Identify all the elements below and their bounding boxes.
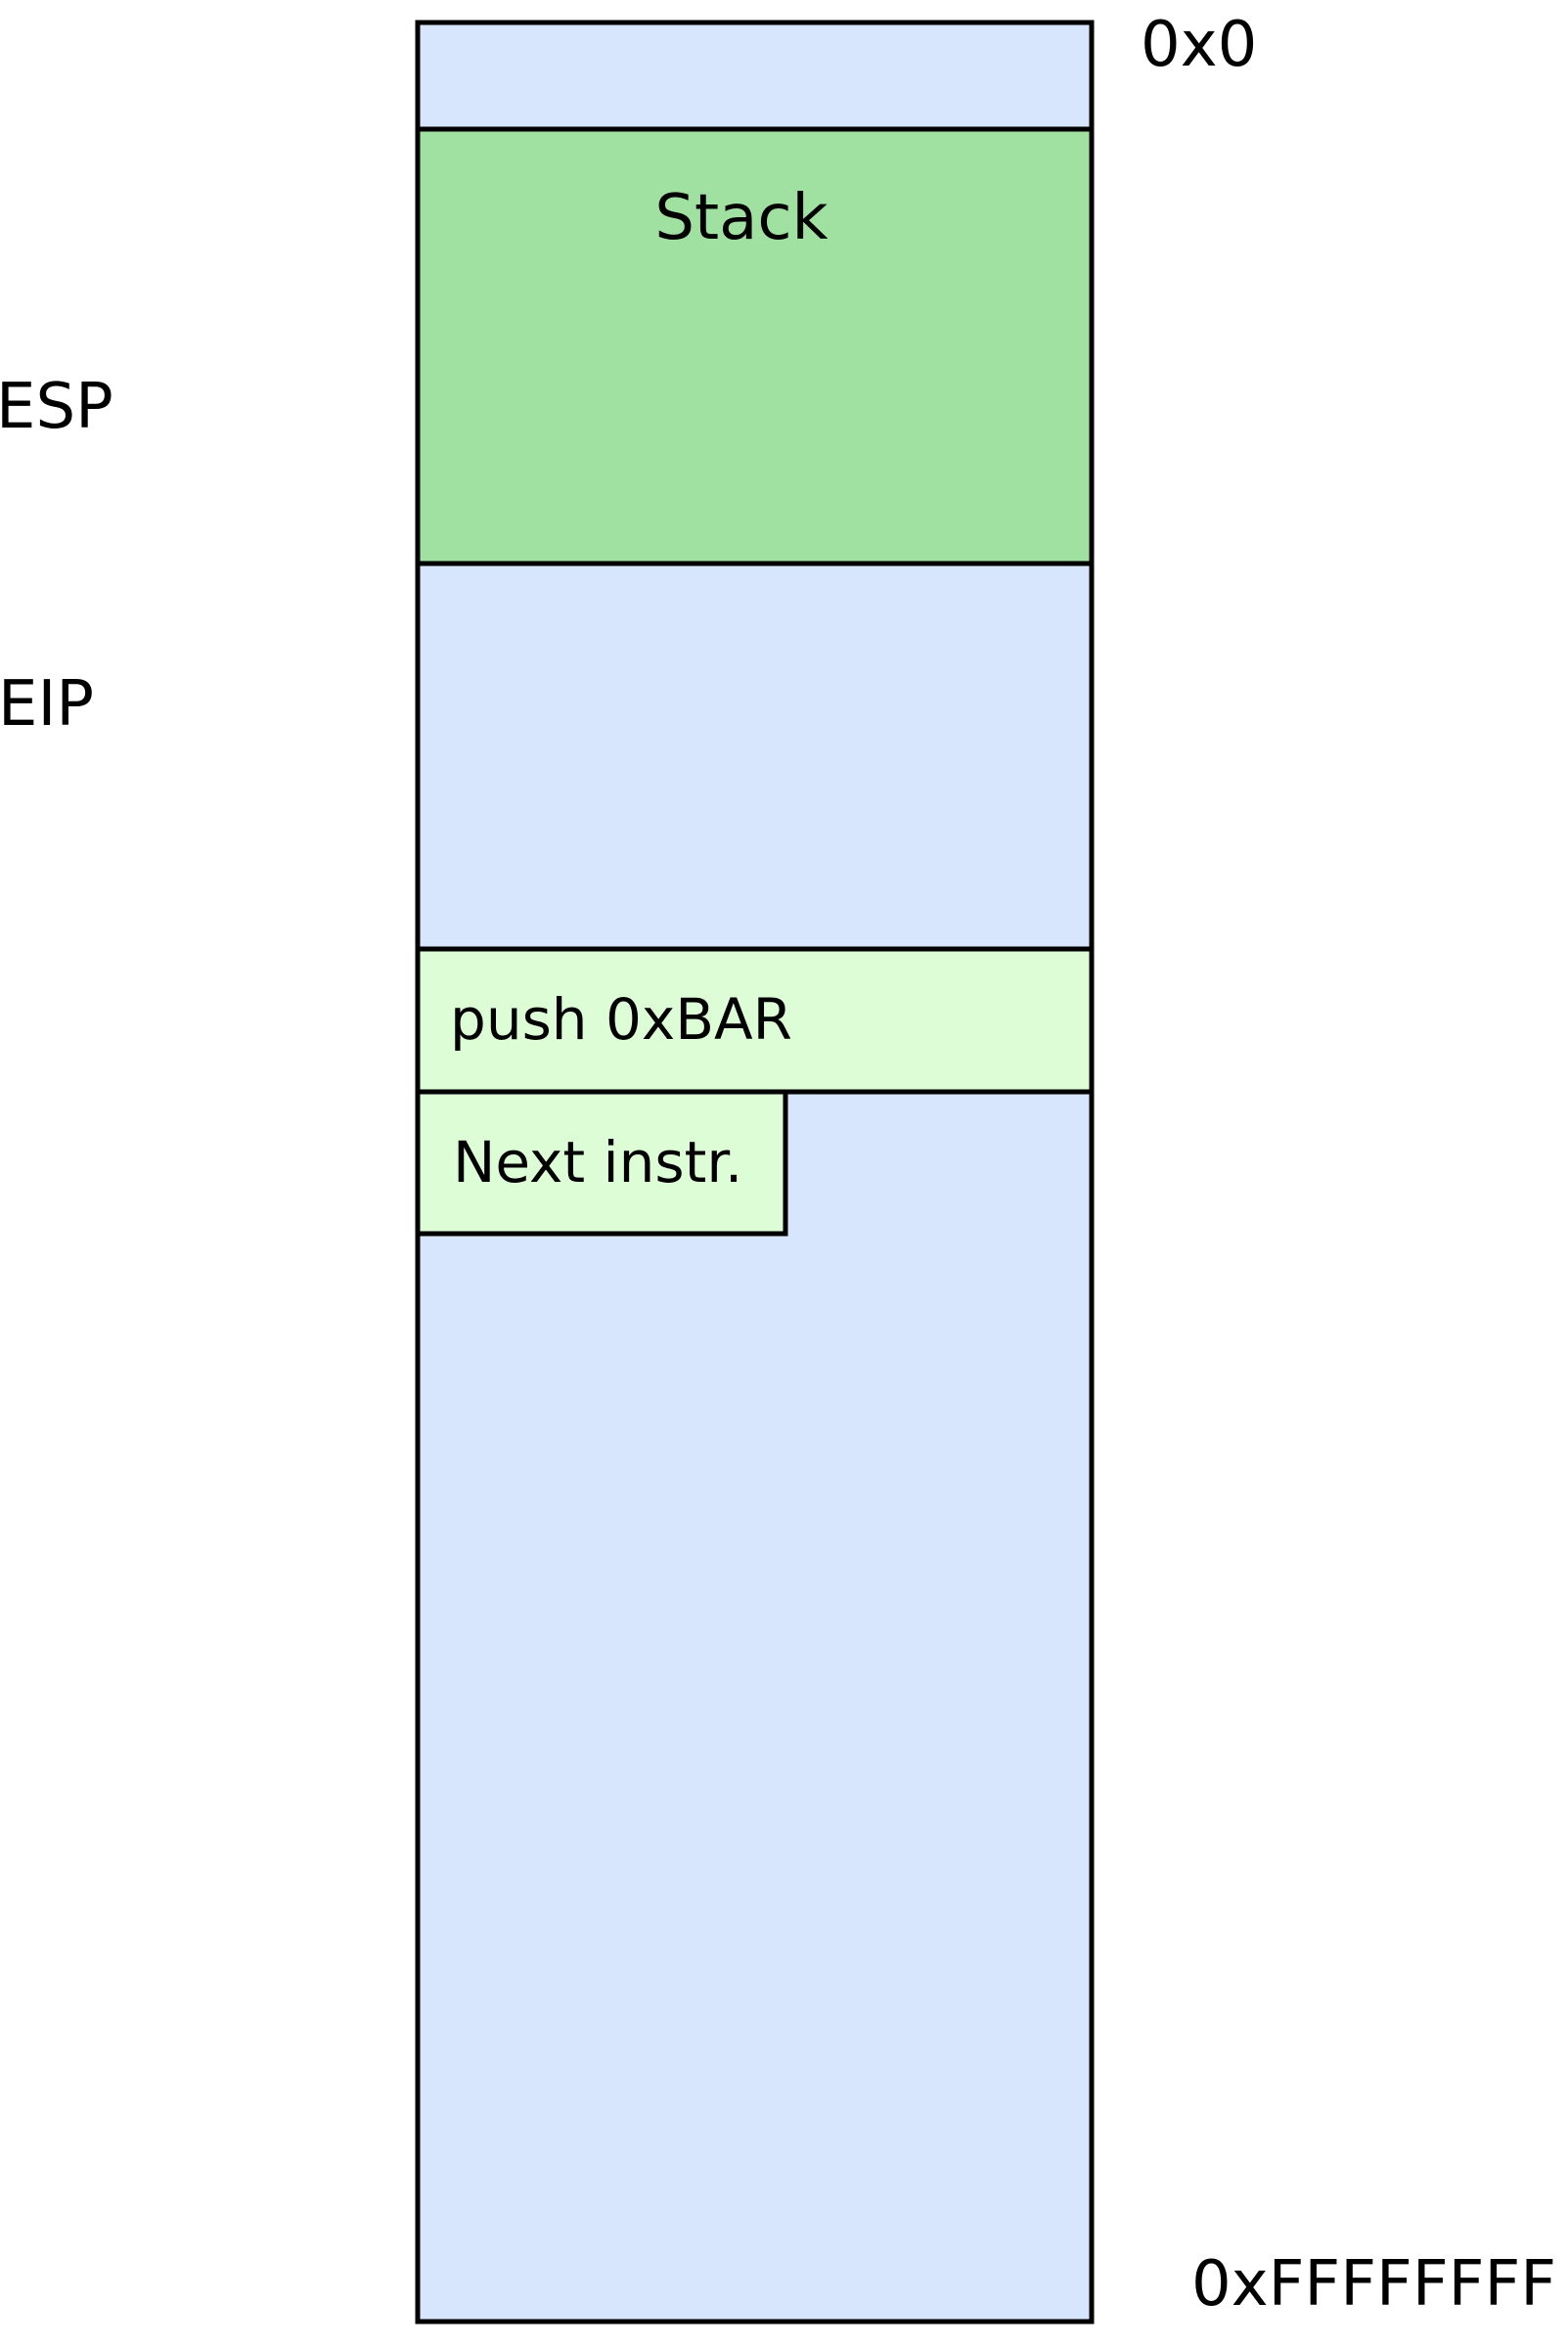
instruction-next-label: Next instr. <box>453 1129 742 1196</box>
eip-register-label: EIP <box>0 668 94 741</box>
instruction-push-label: push 0xBAR <box>450 986 792 1053</box>
esp-register-label: ESP <box>0 371 113 443</box>
stack-label: Stack <box>654 182 828 254</box>
stack-region <box>415 126 1095 566</box>
top-address-label: 0x0 <box>1141 9 1257 81</box>
instruction-push-box <box>415 946 1095 1095</box>
instruction-next-box <box>415 1089 788 1237</box>
bottom-address-label: 0xFFFFFFFF <box>1191 2248 1556 2321</box>
